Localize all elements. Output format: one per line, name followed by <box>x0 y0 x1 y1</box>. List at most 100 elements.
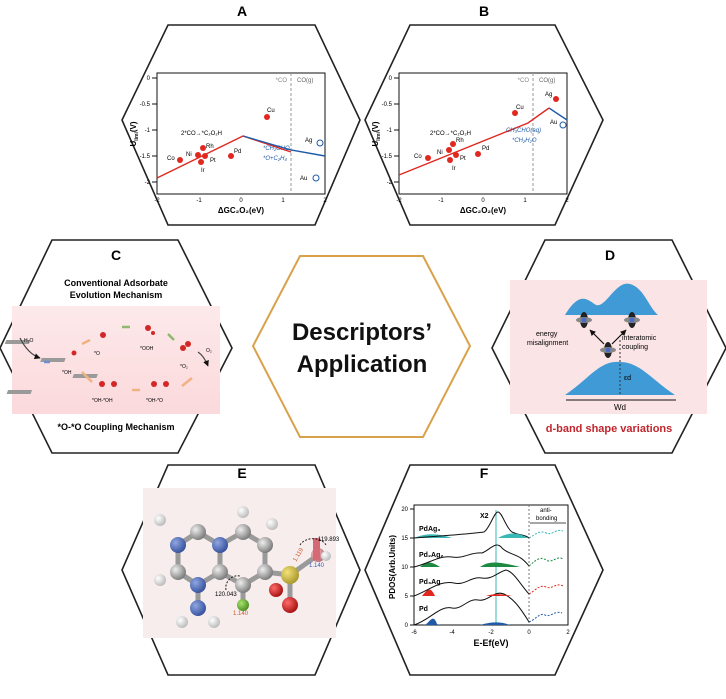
panel-e-molecule: 119.893 1.119 1.140 120.043 1.140 <box>143 488 340 638</box>
panel-a-region-left: *CO <box>276 78 288 84</box>
data-point <box>195 152 201 158</box>
atom-hydrogen <box>154 574 166 586</box>
panel-a-ytick: -2 <box>145 180 151 186</box>
species-label: *O₂ <box>180 364 188 370</box>
data-point <box>475 151 481 157</box>
metal-label: Co <box>414 154 422 160</box>
panel-a-reaction-blue-1: *CH₂CHO <box>263 146 290 152</box>
panel-letter-f: F <box>480 465 489 481</box>
panel-letter-b: B <box>479 3 489 19</box>
panel-b-xtick: -1 <box>438 198 444 204</box>
panel-a-ytick: 0 <box>147 76 151 82</box>
metal-label: Ag <box>545 92 552 98</box>
species-label: *OOH <box>140 346 154 352</box>
adsorbate-atom <box>185 341 191 347</box>
label-epsilon: εd <box>624 375 631 382</box>
species-label: *OH-*O <box>146 398 163 404</box>
reaction-arrow <box>197 351 209 367</box>
reaction-arrow <box>167 333 175 341</box>
panel-d-caption: d-band shape variations <box>546 423 673 435</box>
atom-nitrogen <box>190 600 206 616</box>
data-point <box>559 121 567 129</box>
label-interatomic-2: coupling <box>622 344 648 351</box>
data-point <box>177 157 183 163</box>
atom-carbon <box>235 577 251 593</box>
panel-b-blue-line <box>548 107 568 121</box>
adsorbate-atom <box>151 381 157 387</box>
data-point <box>202 153 208 159</box>
atom-hydrogen <box>321 551 331 561</box>
metal-label: Pt <box>460 156 466 162</box>
data-point <box>228 153 234 159</box>
adsorbate-atom <box>180 345 186 351</box>
panel-c-title-1: Conventional Adsorbate <box>64 278 168 288</box>
panel-b-xtick: -2 <box>396 198 402 204</box>
panel-f-xtick: 0 <box>527 630 531 636</box>
pdos-curve-pd2ag2 <box>413 544 530 568</box>
data-point <box>316 139 324 147</box>
panel-a-xtick: 1 <box>281 198 285 204</box>
panel-b-xlabel: ΔGC₂O₂(eV) <box>460 206 507 215</box>
pdos-curve-pd3ag <box>413 569 530 597</box>
pdos-curve-pd <box>413 592 530 626</box>
panel-f-ylabel: PDOS(Arb.Units) <box>388 535 397 599</box>
label-x2: X2 <box>480 513 489 520</box>
panel-a-region-right: CO(g) <box>297 78 313 84</box>
data-point <box>198 159 204 165</box>
panel-a-xtick: 0 <box>239 198 243 204</box>
label-interatomic-1: interatomic <box>622 335 657 342</box>
annotation-length: 1.140 <box>309 563 325 569</box>
data-point <box>450 141 456 147</box>
pdos-fill-pd <box>414 618 440 625</box>
adsorbate-atom <box>111 381 117 387</box>
metal-label: Pd <box>482 146 489 152</box>
data-point <box>453 152 459 158</box>
annotation-angle: 120.043 <box>215 592 237 598</box>
metal-label: Ni <box>186 152 192 158</box>
series-label-pd3ag: Pd₃Ag <box>419 579 441 586</box>
data-point <box>446 147 452 153</box>
panel-f-xlabel: E-Ef(eV) <box>473 638 508 648</box>
panel-b-xtick: 2 <box>565 198 569 204</box>
atom-oxygen <box>269 583 283 597</box>
d-orbital <box>600 342 616 358</box>
panel-c-bottom-title: *O-*O Coupling Mechanism <box>57 422 174 432</box>
atom-carbon <box>257 537 273 553</box>
catalyst-slab <box>6 390 33 394</box>
atom-carbon <box>170 564 186 580</box>
panel-f-xtick: 2 <box>566 630 570 636</box>
metal-label: Rh <box>206 144 214 150</box>
pdos-fill-pdag3-small <box>498 533 528 538</box>
panel-b-red-line <box>398 107 550 176</box>
atom-carbon <box>257 564 273 580</box>
d-orbital <box>576 312 592 328</box>
data-point <box>425 155 431 161</box>
annotation-length: 1.140 <box>233 611 249 617</box>
panel-b-region-left: *CO <box>518 78 530 84</box>
metal-label: Rh <box>456 138 464 144</box>
label-energy-1: energy <box>536 331 558 338</box>
adsorbate-atom <box>71 350 77 356</box>
panel-f-ytick: 0 <box>405 623 409 629</box>
reaction-arrow <box>81 371 93 383</box>
atom-fluorine <box>237 599 249 611</box>
adsorbate-atom <box>151 331 155 335</box>
panel-f-ytick: 20 <box>401 507 408 513</box>
species-label: *OH-*OH <box>92 398 113 404</box>
atom-hydrogen <box>176 616 188 628</box>
panel-a-xtick: -1 <box>196 198 202 204</box>
panel-letter-c: C <box>111 247 121 263</box>
panel-a-ytick: -0.5 <box>140 102 151 108</box>
panel-b-xtick: 0 <box>481 198 485 204</box>
metal-label: Cu <box>516 105 524 111</box>
atom-hydrogen <box>154 514 166 526</box>
atom-nitrogen <box>190 577 206 593</box>
panel-letter-d: D <box>605 247 615 263</box>
reaction-arrow <box>181 377 193 387</box>
panel-a-xlabel: ΔGC₂O₂(eV) <box>218 206 265 215</box>
panel-a-ytick: -1.5 <box>140 154 151 160</box>
hexagon-frame-f <box>364 464 604 676</box>
pdos-anti-pd3ag <box>528 584 564 595</box>
atom-hydrogen <box>237 506 249 518</box>
